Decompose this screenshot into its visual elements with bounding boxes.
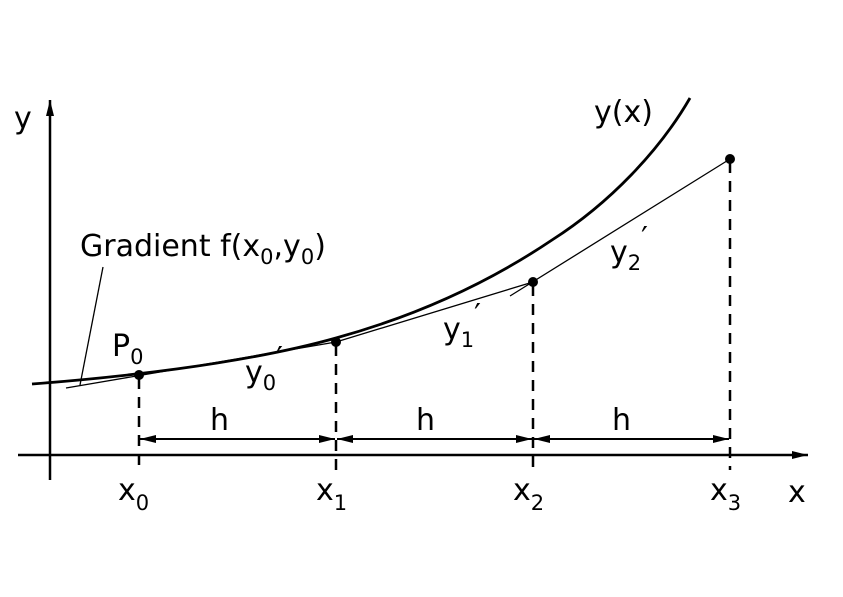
slope-label-0: y0′ <box>245 341 283 395</box>
x-tick-label-3: x3 <box>710 473 741 515</box>
point-p0 <box>134 370 144 380</box>
point-p2 <box>528 277 538 287</box>
point-p3 <box>725 154 735 164</box>
point-p0-label: P0 <box>112 329 143 369</box>
x-tick-label-0: x0 <box>118 473 149 515</box>
slope-label-2: y2′ <box>610 221 648 275</box>
tangent-step-1 <box>335 281 534 343</box>
gradient-leader-line <box>79 266 104 386</box>
y-axis-label: y <box>14 101 32 136</box>
step-label-3: h <box>612 403 631 438</box>
curve-label: y(x) <box>594 95 653 130</box>
point-p1 <box>331 337 341 347</box>
step-label-2: h <box>416 403 435 438</box>
tangent-step-0 <box>65 341 337 389</box>
x-tick-label-2: x2 <box>513 473 544 515</box>
step-label-1: h <box>210 403 229 438</box>
gradient-label: Gradient f(x0,y0) <box>80 229 326 269</box>
x-axis-label: x <box>788 475 806 510</box>
tangent-step-2 <box>509 158 731 297</box>
x-tick-label-1: x1 <box>316 473 347 515</box>
exact-solution-curve <box>31 97 692 386</box>
slope-label-1: y1′ <box>443 298 481 352</box>
